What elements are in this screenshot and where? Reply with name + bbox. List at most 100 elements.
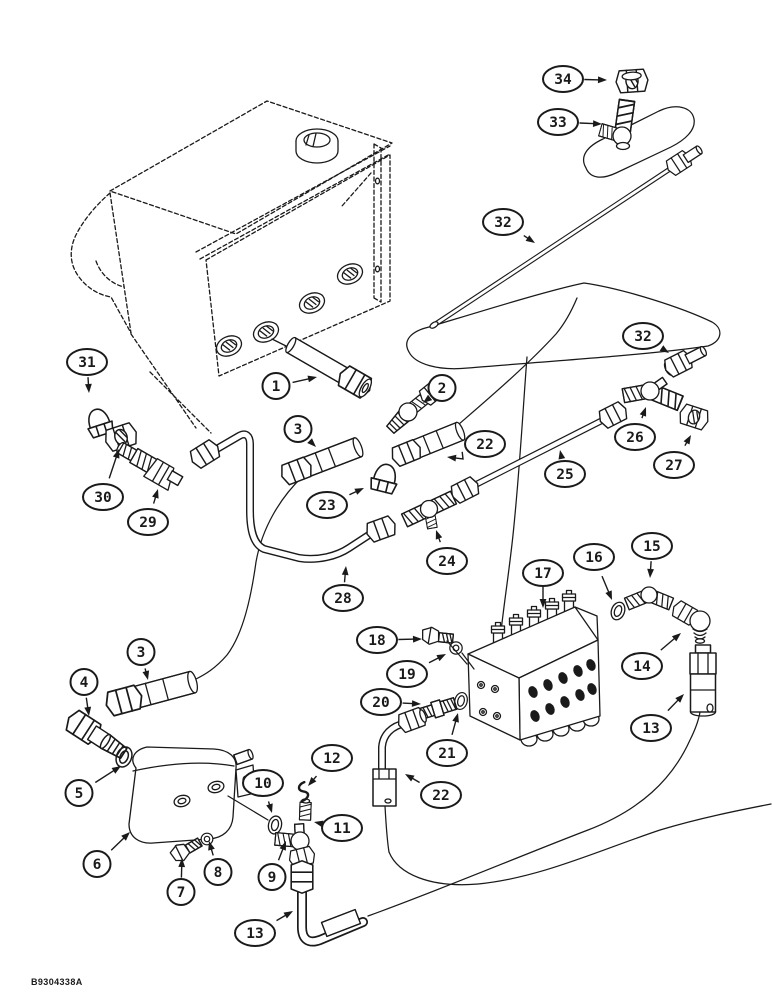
svg-text:33: 33 <box>549 115 566 131</box>
callout-32: 32 <box>622 322 669 353</box>
callout-10: 10 <box>242 769 284 813</box>
figure-code: B9304338A <box>31 977 83 987</box>
tee-fitting-24 <box>400 490 458 530</box>
svg-text:3: 3 <box>294 422 303 438</box>
svg-text:26: 26 <box>626 430 643 446</box>
elbow-fitting-14 <box>669 598 711 644</box>
svg-text:13: 13 <box>246 926 263 942</box>
callout-5: 5 <box>64 766 121 807</box>
coupler-22-upper <box>388 421 466 469</box>
svg-text:14: 14 <box>633 659 651 675</box>
hose-1 <box>285 336 376 401</box>
callout-32: 32 <box>482 208 535 243</box>
callout-30: 30 <box>82 449 124 511</box>
callout-15: 15 <box>631 532 673 578</box>
callout-34: 34 <box>542 65 607 93</box>
callout-28: 28 <box>322 566 364 612</box>
o-ring-16 <box>608 599 628 623</box>
svg-text:13: 13 <box>642 721 659 737</box>
svg-text:28: 28 <box>334 591 351 607</box>
callout-8: 8 <box>203 841 233 886</box>
svg-text:34: 34 <box>554 72 572 88</box>
tube-25 <box>447 399 631 506</box>
callout-2: 2 <box>423 374 457 403</box>
callout-27: 27 <box>653 435 695 479</box>
hydraulic-reservoir <box>70 100 393 434</box>
callout-7: 7 <box>166 858 196 906</box>
tube-13-lower <box>290 860 368 947</box>
manifold-block-6 <box>128 746 269 844</box>
coupler-13-right <box>689 644 717 717</box>
svg-text:25: 25 <box>556 467 573 483</box>
svg-text:9: 9 <box>268 870 277 886</box>
svg-text:23: 23 <box>318 498 335 514</box>
svg-text:6: 6 <box>93 857 102 873</box>
callout-3: 3 <box>283 415 316 447</box>
svg-text:21: 21 <box>438 746 456 762</box>
svg-text:1: 1 <box>272 379 281 395</box>
svg-text:32: 32 <box>634 329 651 345</box>
tube-32 <box>429 145 703 329</box>
svg-text:16: 16 <box>585 550 602 566</box>
callout-13: 13 <box>234 911 293 947</box>
svg-text:22: 22 <box>476 437 493 453</box>
tube-28 <box>186 430 400 563</box>
callout-12: 12 <box>308 744 353 786</box>
barb-fitting-29 <box>116 441 184 491</box>
svg-text:2: 2 <box>438 381 447 397</box>
svg-text:7: 7 <box>177 885 186 901</box>
o-ring-10 <box>266 814 284 836</box>
callout-1: 1 <box>261 372 317 400</box>
callout-24: 24 <box>426 530 468 575</box>
washer-8 <box>200 832 214 846</box>
svg-text:17: 17 <box>534 566 551 582</box>
svg-text:3: 3 <box>137 645 146 661</box>
svg-text:15: 15 <box>643 539 660 555</box>
svg-text:18: 18 <box>368 633 385 649</box>
fitting-32-lower <box>660 345 708 380</box>
tank-port <box>212 331 246 361</box>
callout-3: 3 <box>126 638 156 680</box>
svg-text:5: 5 <box>75 786 84 802</box>
svg-text:22: 22 <box>432 788 449 804</box>
svg-text:4: 4 <box>80 675 89 691</box>
plug-23 <box>367 460 402 496</box>
elbow-fitting-15 <box>623 586 675 611</box>
svg-text:24: 24 <box>438 554 456 570</box>
svg-text:30: 30 <box>94 490 111 506</box>
svg-text:10: 10 <box>254 776 271 792</box>
svg-text:29: 29 <box>139 515 156 531</box>
coupler-3-upper <box>277 437 364 487</box>
svg-text:11: 11 <box>333 821 351 837</box>
hose-outline-loops <box>406 106 721 370</box>
callout-33: 33 <box>537 108 602 136</box>
callout-26: 26 <box>614 407 656 451</box>
control-valve-17 <box>467 589 601 747</box>
hose-22-lower <box>372 705 430 807</box>
callout-22: 22 <box>447 430 506 462</box>
nut-34 <box>614 68 650 94</box>
callout-6: 6 <box>82 832 130 878</box>
nut-27 <box>676 402 712 432</box>
svg-text:19: 19 <box>398 667 415 683</box>
svg-text:8: 8 <box>214 865 223 881</box>
tank-port <box>295 288 329 318</box>
callout-19: 19 <box>386 654 446 688</box>
svg-text:20: 20 <box>372 695 389 711</box>
callout-9: 9 <box>257 841 287 891</box>
callout-29: 29 <box>127 489 169 536</box>
callout-17: 17 <box>522 559 564 608</box>
callout-20: 20 <box>360 688 421 716</box>
elbow-fitting-33 <box>598 98 636 151</box>
washer-19 <box>449 641 463 655</box>
elbow-fitting-4 <box>61 707 129 761</box>
callout-16: 16 <box>573 543 615 600</box>
callout-31: 31 <box>66 348 108 393</box>
svg-text:32: 32 <box>494 215 511 231</box>
callout-23: 23 <box>306 488 364 519</box>
callout-18: 18 <box>356 626 422 654</box>
callout-21: 21 <box>426 713 468 767</box>
